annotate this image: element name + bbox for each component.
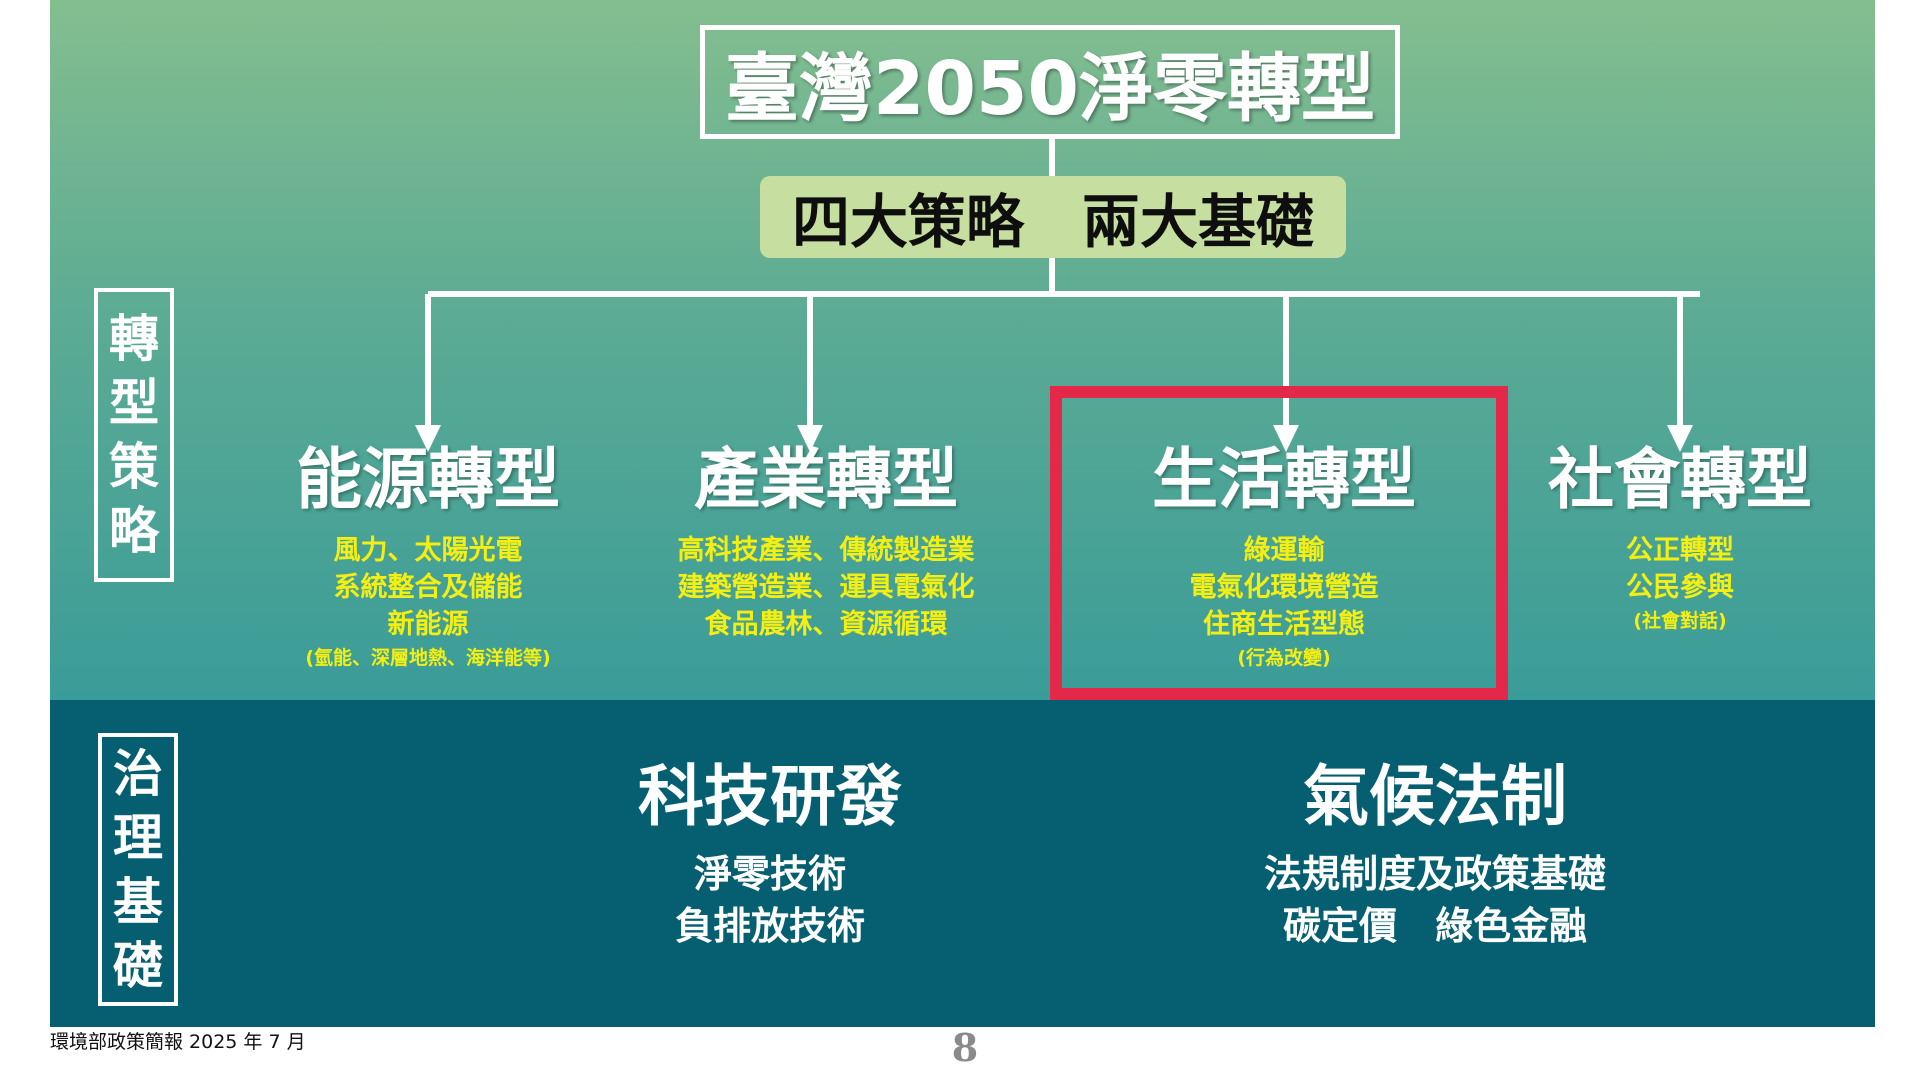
foundation-item: 碳定價 綠色金融 xyxy=(1282,904,1587,948)
strategy-lifestyle: 生活轉型 綠運輸 電氣化環境營造 住商生活型態 (行為改變) xyxy=(1094,440,1474,673)
strategy-industry: 產業轉型 高科技產業、傳統製造業 建築營造業、運具電氣化 食品農林、資源循環 xyxy=(636,440,1016,643)
side-label-char: 基 xyxy=(113,872,163,931)
strategy-name: 產業轉型 xyxy=(694,441,958,518)
foundation-item: 負排放技術 xyxy=(674,904,865,948)
strategy-energy: 能源轉型 風力、太陽光電 系統整合及儲能 新能源 (氫能、深層地熱、海洋能等) xyxy=(238,440,618,673)
strategy-name: 生活轉型 xyxy=(1152,441,1416,518)
strategy-item: 食品農林、資源循環 xyxy=(704,609,948,640)
strategy-item: 高科技產業、傳統製造業 xyxy=(677,535,975,566)
strategy-note: (行為改變) xyxy=(1237,647,1331,669)
strategy-item: 風力、太陽光電 xyxy=(333,535,523,566)
side-label-transition-strategies: 轉 型 策 略 xyxy=(94,288,174,582)
strategy-note: (社會對話) xyxy=(1633,610,1727,632)
side-label-char: 策 xyxy=(109,438,159,496)
foundation-technology-rnd: 科技研發 淨零技術 負排放技術 xyxy=(490,754,1050,952)
foundation-name: 科技研發 xyxy=(638,758,902,835)
strategy-item: 系統整合及儲能 xyxy=(333,572,523,603)
diagram-title-text: 臺灣2050淨零轉型 xyxy=(725,45,1375,132)
strategy-item: 公民參與 xyxy=(1626,572,1734,603)
strategy-item: 公正轉型 xyxy=(1626,535,1734,566)
arrowhead-lifestyle xyxy=(1273,425,1299,452)
subtitle-four-strategies: 四大策略 xyxy=(791,188,1024,256)
footer-source: 環境部政策簡報 2025 年 7 月 xyxy=(50,1031,306,1053)
foundation-item: 淨零技術 xyxy=(693,852,846,896)
strategy-society: 社會轉型 公正轉型 公民參與 (社會對話) xyxy=(1490,440,1870,636)
arrowhead-energy xyxy=(415,425,441,452)
connector-lines xyxy=(415,139,1700,452)
side-label-char: 轉 xyxy=(109,310,159,368)
strategy-item: 新能源 xyxy=(387,609,469,640)
strategy-note: (氫能、深層地熱、海洋能等) xyxy=(305,647,551,669)
side-label-char: 礎 xyxy=(113,936,163,995)
arrowhead-society xyxy=(1667,425,1693,452)
strategy-item: 住商生活型態 xyxy=(1203,609,1365,640)
foundation-climate-legislation: 氣候法制 法規制度及政策基礎 碳定價 綠色金融 xyxy=(1155,754,1715,952)
strategy-section-background xyxy=(50,0,1875,700)
foundation-name: 氣候法制 xyxy=(1303,758,1567,835)
strategy-item: 電氣化環境營造 xyxy=(1189,572,1379,603)
strategy-name: 能源轉型 xyxy=(296,441,560,518)
lifestyle-highlight-frame xyxy=(1050,386,1508,700)
page-number: 8 xyxy=(951,1025,979,1070)
side-label-char: 治 xyxy=(113,744,163,803)
subtitle-pill: 四大策略 兩大基礎 xyxy=(760,176,1346,258)
slide: 臺灣2050淨零轉型 四大策略 兩大基礎 轉 型 策 略 能源轉型 風力、太陽光… xyxy=(50,0,1875,1027)
strategy-name: 社會轉型 xyxy=(1548,441,1812,518)
diagram-title: 臺灣2050淨零轉型 xyxy=(700,25,1400,139)
side-label-char: 型 xyxy=(109,374,159,432)
subtitle-two-foundations: 兩大基礎 xyxy=(1082,188,1315,256)
strategy-item: 建築營造業、運具電氣化 xyxy=(677,572,975,603)
strategy-item: 綠運輸 xyxy=(1243,535,1325,566)
foundation-item: 法規制度及政策基礎 xyxy=(1263,852,1606,896)
side-label-governance-foundations: 治 理 基 礎 xyxy=(98,733,178,1006)
side-label-char: 理 xyxy=(113,808,163,867)
side-label-char: 略 xyxy=(109,502,159,560)
arrowhead-industry xyxy=(797,425,823,452)
foundation-section-background xyxy=(50,700,1875,1027)
